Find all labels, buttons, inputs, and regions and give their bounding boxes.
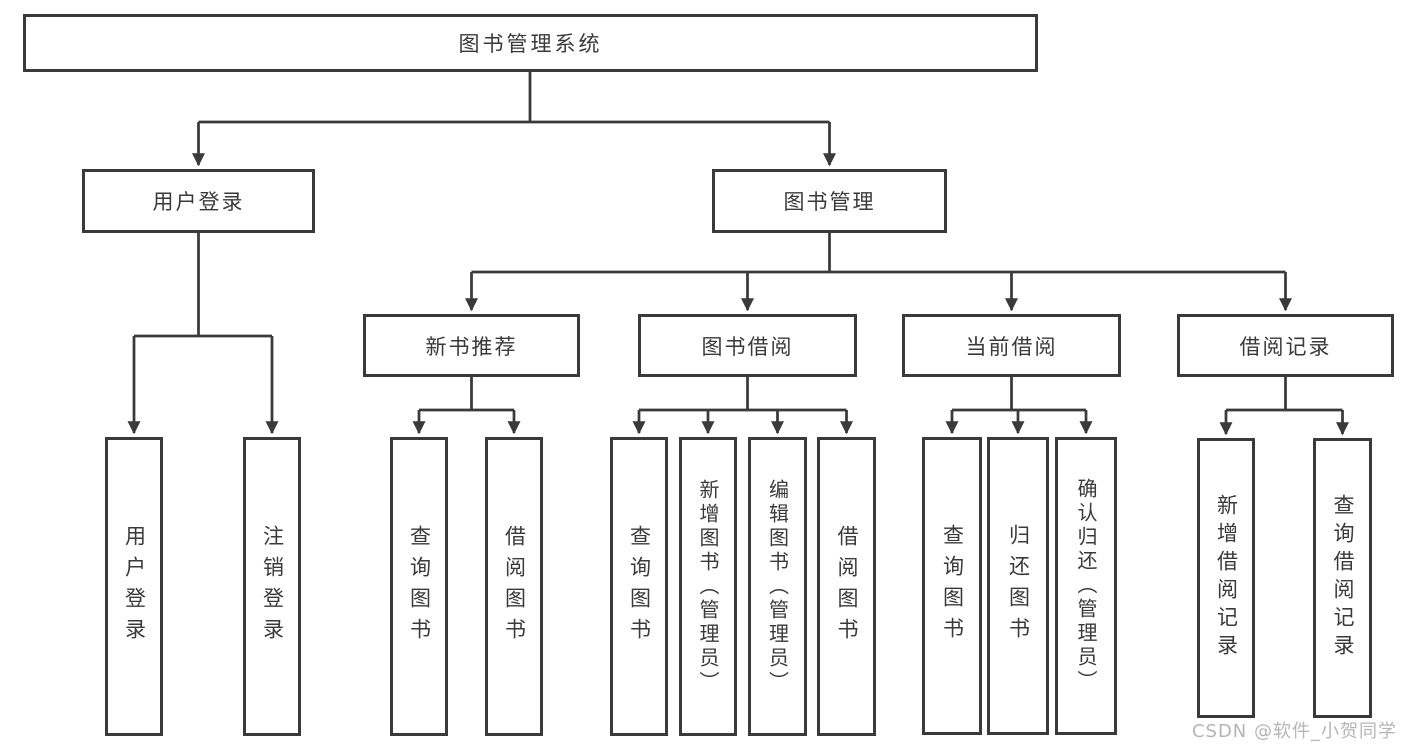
leaf-label: 新增图书（管理员） <box>696 478 720 695</box>
leaf-borrow-books: 借阅图书 <box>817 437 876 736</box>
leaf-label: 查询图书 <box>940 524 965 648</box>
leaf-confirm-return-admin: 确认归还（管理员） <box>1055 437 1117 735</box>
leaf-add-books-admin: 新增图书（管理员） <box>679 437 737 736</box>
node-book-management: 图书管理 <box>712 169 947 233</box>
leaf-add-borrow-record: 新增借阅记录 <box>1197 438 1255 718</box>
leaf-label: 借阅图书 <box>835 524 859 649</box>
leaf-query-books-borrowing: 查询图书 <box>610 437 668 736</box>
leaf-query-books-recommend: 查询图书 <box>390 437 448 736</box>
leaf-label: 查询借阅记录 <box>1331 494 1355 662</box>
leaf-label: 用户登录 <box>122 524 147 649</box>
node-borrowing-records: 借阅记录 <box>1177 314 1394 377</box>
leaf-label: 查询图书 <box>627 524 652 649</box>
node-book-borrowing: 图书借阅 <box>638 314 857 377</box>
leaf-logout: 注销登录 <box>243 437 301 736</box>
node-library-system: 图书管理系统 <box>23 14 1038 72</box>
leaf-user-login: 用户登录 <box>105 437 163 736</box>
leaf-return-books: 归还图书 <box>987 437 1049 735</box>
leaf-edit-books-admin: 编辑图书（管理员） <box>748 437 807 736</box>
leaf-label: 确认归还（管理员） <box>1074 478 1098 694</box>
leaf-borrow-books-recommend: 借阅图书 <box>485 437 543 736</box>
leaf-label: 新增借阅记录 <box>1214 494 1239 662</box>
leaf-label: 查询图书 <box>407 524 432 649</box>
leaf-query-borrow-record: 查询借阅记录 <box>1313 438 1372 718</box>
csdn-watermark: CSDN @软件_小贺同学 <box>1191 721 1397 742</box>
node-user-login: 用户登录 <box>82 169 315 233</box>
leaf-label: 归还图书 <box>1006 524 1031 648</box>
node-new-book-recommend: 新书推荐 <box>363 314 580 377</box>
node-current-borrowing: 当前借阅 <box>902 314 1121 377</box>
leaf-label: 借阅图书 <box>502 524 527 649</box>
leaf-label: 注销登录 <box>260 524 285 649</box>
leaf-label: 编辑图书（管理员） <box>765 478 790 695</box>
leaf-query-books-current: 查询图书 <box>922 437 982 735</box>
